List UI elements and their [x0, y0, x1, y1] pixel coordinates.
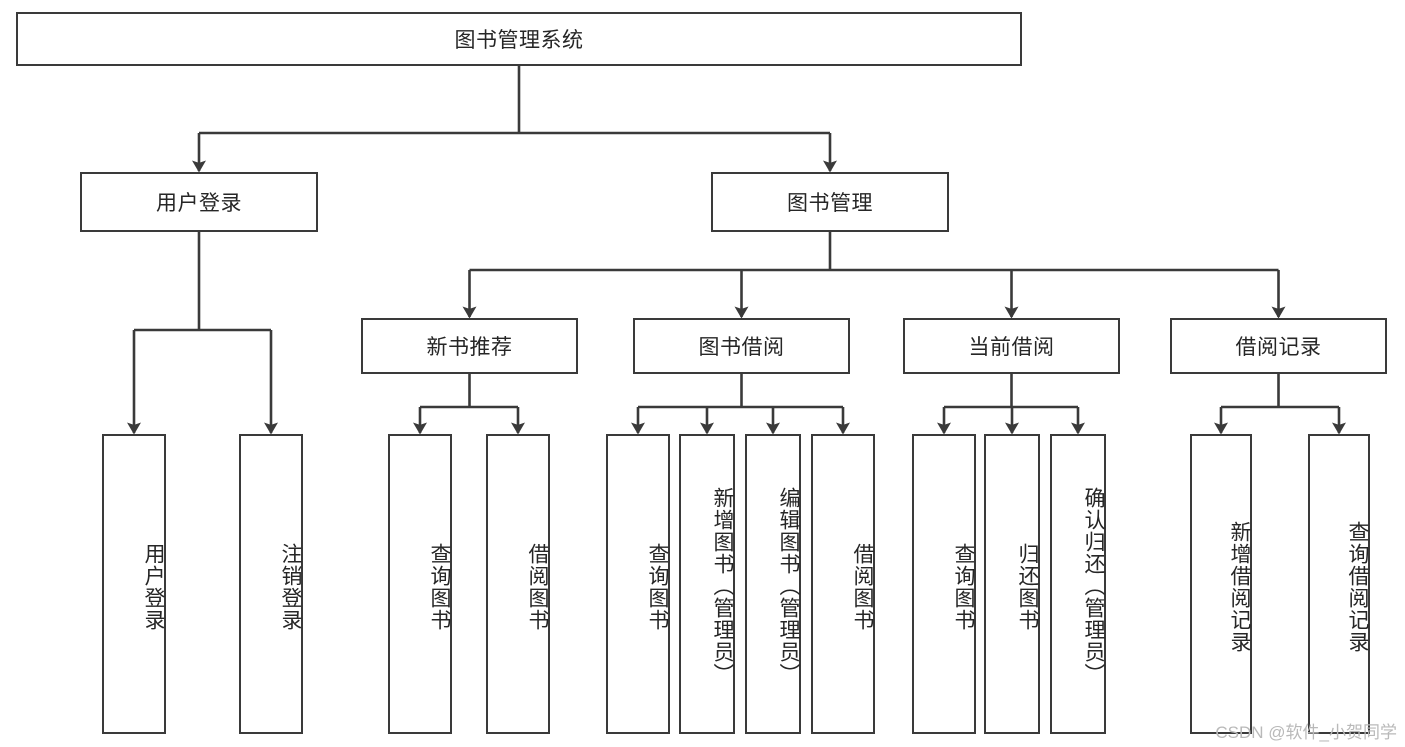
leaf-query-books-current[interactable]: 查询图书 — [912, 434, 976, 734]
leaf-logout-label: 注销登录 — [279, 543, 302, 631]
leaf-query-borrow-record-label: 查询借阅记录 — [1346, 521, 1369, 653]
leaf-add-book-admin[interactable]: 新增图书（管理员） — [679, 434, 735, 734]
node-book-management[interactable]: 图书管理 — [711, 172, 949, 232]
node-book-borrow[interactable]: 图书借阅 — [633, 318, 850, 374]
leaf-confirm-return-admin[interactable]: 确认归还（管理员） — [1050, 434, 1106, 734]
leaf-query-books-borrow[interactable]: 查询图书 — [606, 434, 670, 734]
leaf-query-borrow-record[interactable]: 查询借阅记录 — [1308, 434, 1370, 734]
leaf-borrow-book-label: 借阅图书 — [851, 543, 874, 631]
leaf-return-book-label: 归还图书 — [1016, 543, 1039, 631]
leaf-borrow-books-recommend[interactable]: 借阅图书 — [486, 434, 550, 734]
leaf-user-login[interactable]: 用户登录 — [102, 434, 166, 734]
leaf-query-books-recommend-label: 查询图书 — [428, 543, 451, 631]
leaf-borrow-books-recommend-label: 借阅图书 — [526, 543, 549, 631]
leaf-confirm-return-admin-label: 确认归还（管理员） — [1082, 487, 1105, 685]
node-new-book-recommendation[interactable]: 新书推荐 — [361, 318, 578, 374]
node-current-borrow-label: 当前借阅 — [968, 336, 1055, 359]
node-root[interactable]: 图书管理系统 — [16, 12, 1022, 66]
leaf-edit-book-admin-label: 编辑图书（管理员） — [777, 487, 800, 685]
leaf-query-books-recommend[interactable]: 查询图书 — [388, 434, 452, 734]
leaf-add-book-admin-label: 新增图书（管理员） — [711, 487, 734, 685]
node-book-borrow-label: 图书借阅 — [698, 336, 785, 359]
leaf-user-login-label: 用户登录 — [142, 543, 165, 631]
leaf-edit-book-admin[interactable]: 编辑图书（管理员） — [745, 434, 801, 734]
node-root-label: 图书管理系统 — [454, 29, 584, 52]
node-new-book-recommendation-label: 新书推荐 — [426, 336, 513, 359]
node-current-borrow[interactable]: 当前借阅 — [903, 318, 1120, 374]
node-borrow-records[interactable]: 借阅记录 — [1170, 318, 1387, 374]
leaf-query-books-current-label: 查询图书 — [952, 543, 975, 631]
node-user-login[interactable]: 用户登录 — [80, 172, 318, 232]
leaf-add-borrow-record-label: 新增借阅记录 — [1228, 521, 1251, 653]
leaf-add-borrow-record[interactable]: 新增借阅记录 — [1190, 434, 1252, 734]
node-user-login-label: 用户登录 — [156, 192, 242, 215]
watermark: CSDN @软件_小贺同学 — [1215, 723, 1397, 742]
node-book-management-label: 图书管理 — [787, 192, 873, 215]
leaf-query-books-borrow-label: 查询图书 — [646, 543, 669, 631]
leaf-borrow-book[interactable]: 借阅图书 — [811, 434, 875, 734]
node-borrow-records-label: 借阅记录 — [1235, 336, 1322, 359]
leaf-logout[interactable]: 注销登录 — [239, 434, 303, 734]
leaf-return-book[interactable]: 归还图书 — [984, 434, 1040, 734]
